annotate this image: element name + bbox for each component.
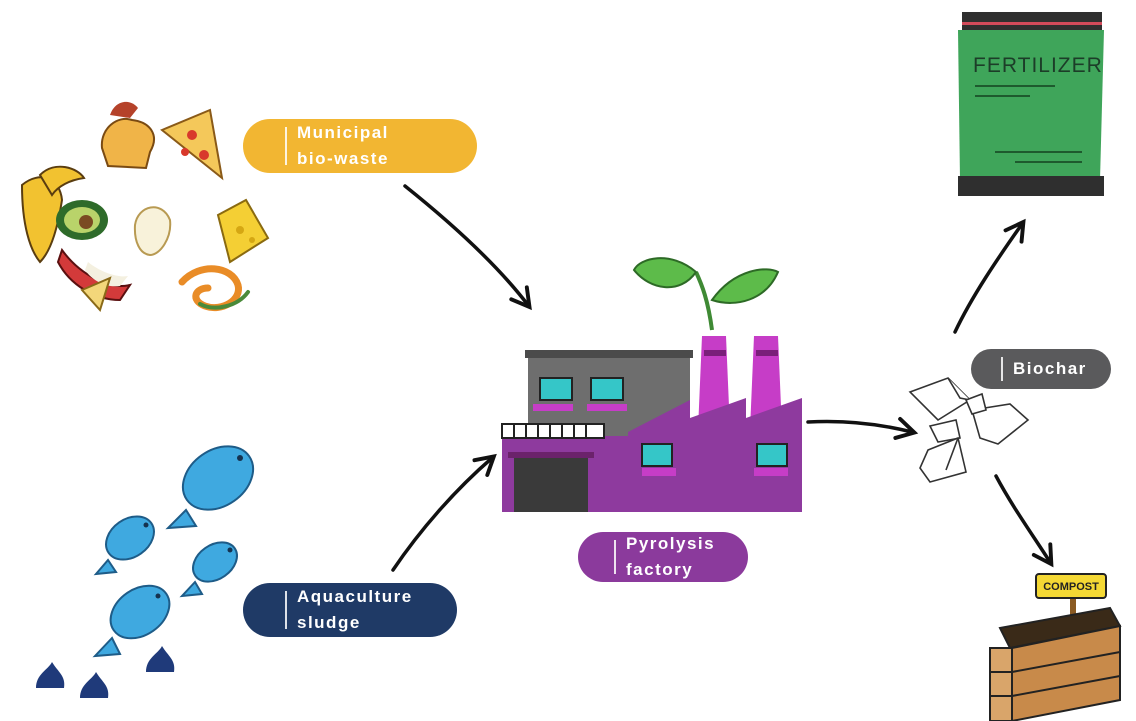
label-separator — [614, 540, 616, 574]
biochar-text: Biochar — [1013, 359, 1087, 378]
food-waste-illustration — [20, 101, 270, 312]
aquaculture-sludge-text: Aquaculture sludge — [297, 587, 413, 632]
label-separator — [285, 591, 287, 629]
pyrolysis-factory-label: Pyrolysis factory — [578, 532, 748, 582]
municipal-bio-waste-text: Municipal bio-waste — [297, 123, 389, 168]
label-separator — [1001, 357, 1003, 381]
arrow-municipal-to-factory — [403, 184, 532, 311]
biochar-illustration — [908, 377, 1030, 483]
label-separator — [285, 127, 287, 165]
biochar-label: Biochar — [971, 349, 1111, 389]
compost-box-illustration: COMPOST — [989, 573, 1122, 721]
pyrolysis-factory-illustration — [501, 257, 802, 512]
municipal-bio-waste-label: Municipal bio-waste — [243, 119, 477, 173]
fish-illustration — [36, 445, 255, 698]
fertilizer-bag-illustration: FERTILIZER — [958, 12, 1104, 196]
aquaculture-sludge-label: Aquaculture sludge — [243, 583, 457, 637]
compost-sign-text: COMPOST — [1043, 581, 1099, 593]
arrow-biochar-to-compost — [994, 474, 1054, 568]
pyrolysis-factory-text: Pyrolysis factory — [626, 534, 716, 579]
fertilizer-bag-text: FERTILIZER — [973, 54, 1103, 77]
arrow-factory-to-biochar — [806, 416, 919, 440]
arrow-aquaculture-to-factory — [391, 453, 497, 572]
arrow-biochar-to-fertilizer — [953, 218, 1026, 334]
